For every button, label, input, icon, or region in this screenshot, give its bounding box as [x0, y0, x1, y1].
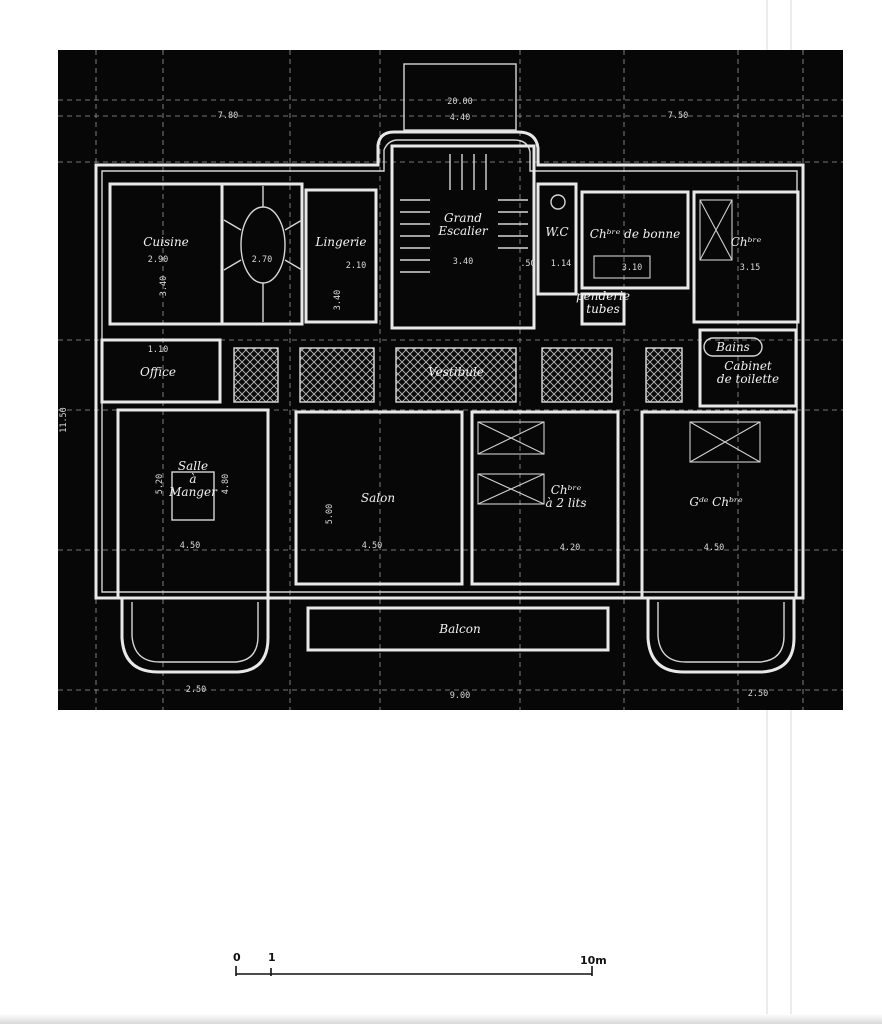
scale-label-one: 1: [268, 951, 276, 964]
bay-window-left: [120, 598, 270, 674]
dim-label-bottom-left: 2.50: [186, 685, 206, 695]
room-label-cuisine: Cuisine: [143, 235, 189, 249]
room-label-wc: W.C: [545, 225, 568, 239]
dim-label-bottom-right: 2.50: [748, 689, 768, 699]
dim-label-cuisine-w: 2.90: [148, 255, 168, 265]
dim-label-cuisine-d: 3.40: [159, 276, 169, 296]
salle-label-box: [171, 471, 215, 521]
page-edge-shadow: [0, 1014, 882, 1024]
dim-label-gde-w: 4.50: [704, 543, 724, 553]
dim-label-bonne-w: 3.10: [622, 263, 642, 273]
room-label-chambre-bonne: Chᵇʳᵉ de bonne: [590, 227, 680, 241]
dim-label-spiral: 2.70: [252, 255, 272, 265]
outer-walls: [94, 130, 805, 600]
dim-label-lingerie-d: 3.40: [333, 290, 343, 310]
stair-landing-outline: [403, 63, 517, 131]
room-label-vestibule: Vestibule: [428, 365, 484, 379]
grand-stair-steps: [400, 154, 528, 273]
dimension-labels: 20.00 4.40 7.80 7.50 11.50 2.50 9.00 2.50 2.90 3.…: [59, 97, 768, 701]
dim-label-lingerie-w: 2.10: [346, 261, 366, 271]
dim-label-salle-w: 4.50: [180, 541, 200, 551]
wc-bowl: [550, 194, 566, 210]
dim-label-small-110: 1.10: [148, 345, 168, 355]
room-label-grande-chambre: Gᵈᵉ Chᵇʳᵉ: [689, 495, 743, 509]
dim-label-small-50: .50: [520, 259, 535, 269]
bathtub: [703, 337, 763, 357]
scale-label-ten: 10m: [580, 954, 607, 967]
dim-label-top-left: 7.80: [218, 111, 238, 121]
bay-window-left-inner: [131, 602, 259, 663]
bay-window-right-inner: [657, 602, 785, 663]
room-label-salon: Salon: [361, 491, 395, 505]
dim-label-wc-w: 1.14: [551, 259, 571, 269]
dim-label-salon-h: 5.00: [325, 504, 335, 524]
room-label-lingerie: Lingerie: [315, 235, 367, 249]
dim-label-ch-ne-w: 3.15: [740, 263, 760, 273]
dim-label-salle-h: 5.20: [155, 474, 165, 494]
bay-window-right: [646, 598, 796, 674]
dim-label-top-right: 7.50: [668, 111, 688, 121]
interior-walls: [100, 144, 800, 600]
scale-label-zero: 0: [233, 951, 241, 964]
room-label-office: Office: [140, 365, 176, 379]
room-label-chambre-ne: Chᵇʳᵉ: [731, 235, 762, 249]
dim-label-ch2-w: 4.20: [560, 543, 580, 553]
dim-label-top-total: 20.00: [447, 97, 473, 107]
dim-label-top-stair: 4.40: [450, 113, 470, 123]
balcony-outline: [306, 606, 610, 652]
dim-label-salon-w: 4.50: [362, 541, 382, 551]
room-label-bains: Bains: [715, 340, 750, 354]
closet-crosses: [477, 199, 761, 505]
scale-bar: 0 1 10m: [233, 951, 607, 976]
dim-label-left-height: 11.50: [59, 407, 69, 433]
corridor-hatching: [233, 347, 683, 403]
dim-label-salle-h2: 4.80: [221, 474, 231, 494]
dim-label-bottom-mid: 9.00: [450, 691, 470, 701]
room-label-balcon: Balcon: [438, 622, 480, 636]
dim-label-escalier-w: 3.40: [453, 257, 473, 267]
spiral-stair: [223, 186, 303, 322]
